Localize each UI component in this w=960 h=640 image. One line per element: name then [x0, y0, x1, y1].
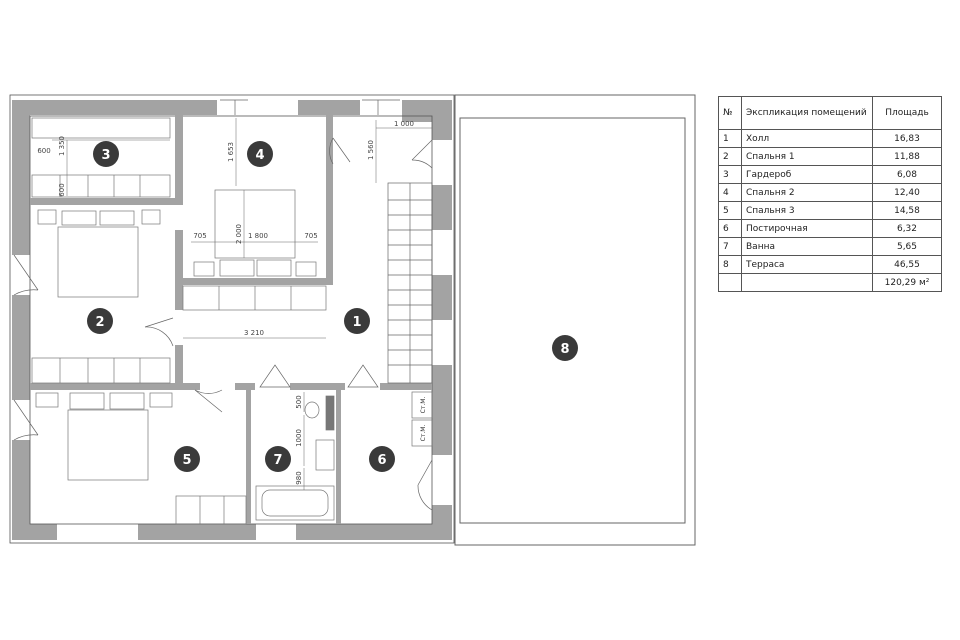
row-name: Постирочная [741, 219, 873, 238]
room-badge-5: 5 [174, 446, 200, 472]
room-badge-3: 3 [93, 141, 119, 167]
interior-walls [30, 115, 432, 524]
staircase [387, 182, 433, 384]
dim-1560: 1 560 [367, 140, 375, 160]
row-num: 3 [718, 165, 742, 184]
room-badge-6: 6 [369, 446, 395, 472]
dimension-lines [52, 118, 432, 490]
row-name: Терраса [741, 255, 873, 274]
room-badge-4: 4 [247, 141, 273, 167]
row-area: 14,58 [872, 201, 942, 220]
dim-1000-bath: 1000 [295, 429, 303, 447]
dim-1653: 1 653 [227, 142, 235, 162]
total-name [741, 273, 873, 292]
row-name: Холл [741, 129, 873, 148]
row-num: 6 [718, 219, 742, 238]
header-name: Экспликация помещений [741, 96, 873, 130]
dim-705-a: 705 [193, 232, 206, 240]
row-num: 5 [718, 201, 742, 220]
washer-label-1: Ст.М. [420, 397, 427, 414]
dim-1800: 1 800 [248, 232, 268, 240]
dim-600-a: 600 [37, 147, 50, 155]
row-area: 11,88 [872, 147, 942, 166]
furniture [31, 117, 433, 525]
washer-label-2: Ст.М. [420, 425, 427, 442]
svg-text:2: 2 [95, 315, 104, 330]
outer-walls [12, 100, 452, 540]
row-area: 16,83 [872, 129, 942, 148]
table-row: 6 Постирочная 6,32 [718, 219, 942, 238]
svg-text:5: 5 [182, 453, 191, 468]
row-name: Спальня 3 [741, 201, 873, 220]
row-area: 6,08 [872, 165, 942, 184]
row-area: 6,32 [872, 219, 942, 238]
table-header-row: № Экспликация помещений Площадь [718, 96, 942, 130]
room-badge-1: 1 [344, 308, 370, 334]
total-num [718, 273, 742, 292]
room-badge-8: 8 [552, 335, 578, 361]
table-total-row: 120,29 м² [718, 273, 942, 292]
row-area: 46,55 [872, 255, 942, 274]
room-badge-7: 7 [265, 446, 291, 472]
dim-980: 980 [295, 471, 303, 484]
row-area: 12,40 [872, 183, 942, 202]
svg-text:6: 6 [377, 453, 386, 468]
table-row: 7 Ванна 5,65 [718, 237, 942, 256]
table-row: 8 Терраса 46,55 [718, 255, 942, 274]
row-name: Гардероб [741, 165, 873, 184]
total-area: 120,29 м² [872, 273, 942, 292]
svg-text:3: 3 [101, 148, 110, 163]
room-schedule-table: № Экспликация помещений Площадь 1 Холл 1… [718, 96, 942, 292]
row-num: 8 [718, 255, 742, 274]
room-badge-2: 2 [87, 308, 113, 334]
svg-text:4: 4 [255, 148, 264, 163]
row-name: Спальня 1 [741, 147, 873, 166]
table-row: 2 Спальня 1 11,88 [718, 147, 942, 166]
dim-1350: 1 350 [58, 136, 66, 156]
table-row: 4 Спальня 2 12,40 [718, 183, 942, 202]
header-area: Площадь [872, 96, 942, 130]
svg-text:8: 8 [560, 342, 569, 357]
dim-600-b: 600 [58, 183, 66, 196]
row-num: 7 [718, 237, 742, 256]
dim-3210: 3 210 [244, 329, 264, 337]
header-num: № [718, 96, 742, 130]
row-num: 4 [718, 183, 742, 202]
row-name: Спальня 2 [741, 183, 873, 202]
dim-705-b: 705 [304, 232, 317, 240]
table-row: 5 Спальня 3 14,58 [718, 201, 942, 220]
svg-text:1: 1 [352, 315, 361, 330]
row-num: 2 [718, 147, 742, 166]
row-area: 5,65 [872, 237, 942, 256]
table-row: 1 Холл 16,83 [718, 129, 942, 148]
svg-text:7: 7 [273, 453, 282, 468]
door-swings [13, 99, 433, 511]
dim-1000: 1 000 [394, 120, 414, 128]
terrace [454, 94, 696, 546]
table-row: 3 Гардероб 6,08 [718, 165, 942, 184]
row-name: Ванна [741, 237, 873, 256]
row-num: 1 [718, 129, 742, 148]
dim-2000: 2 000 [235, 224, 243, 244]
dim-500: 500 [295, 395, 303, 408]
